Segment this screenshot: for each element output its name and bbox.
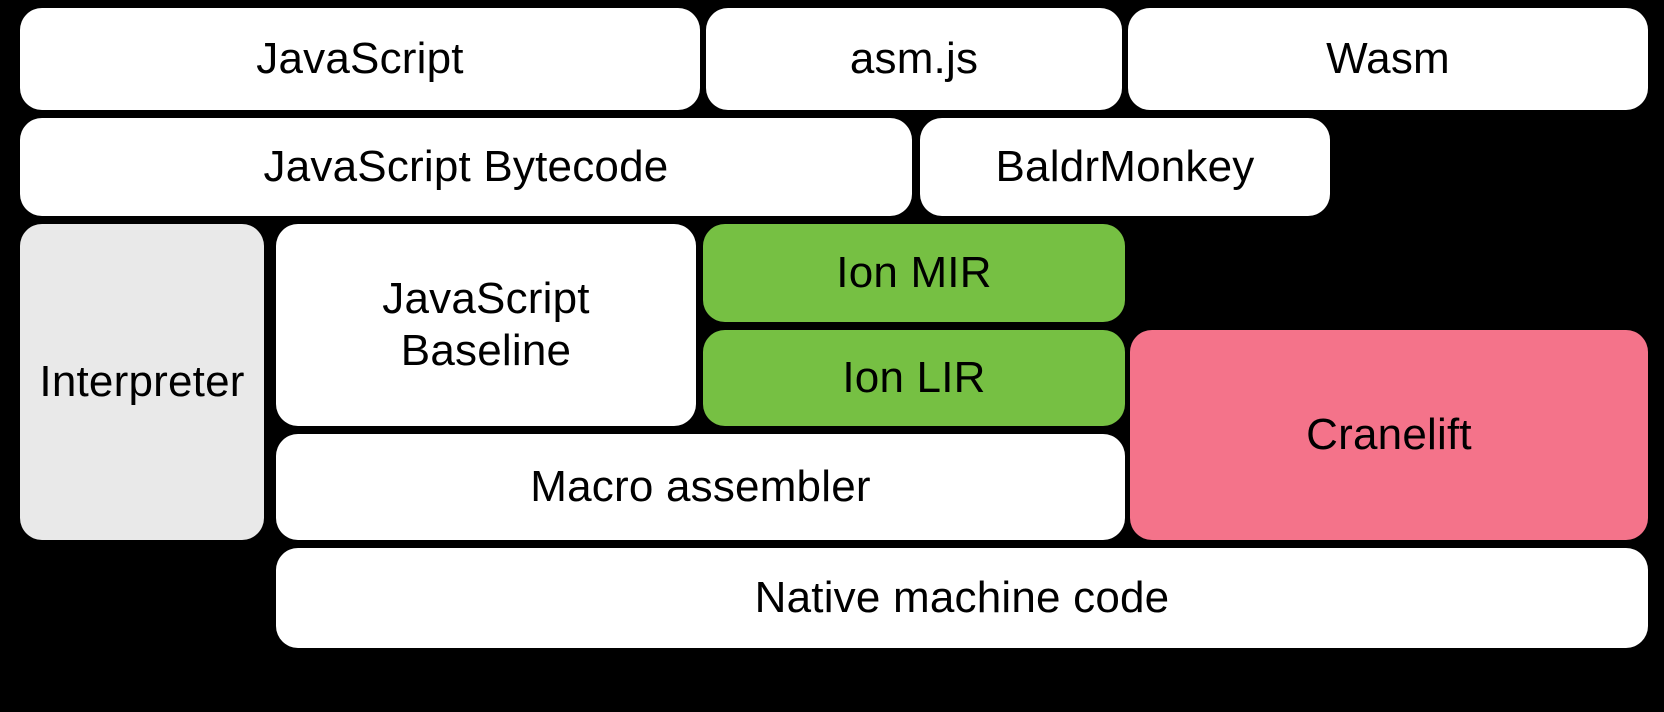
node-ion-mir[interactable]: Ion MIR [703,224,1125,322]
node-javascript-bytecode[interactable]: JavaScript Bytecode [20,118,912,216]
node-asmjs[interactable]: asm.js [706,8,1122,110]
node-javascript-baseline[interactable]: JavaScript Baseline [276,224,696,426]
node-interpreter[interactable]: Interpreter [20,224,264,540]
node-cranelift[interactable]: Cranelift [1130,330,1648,540]
node-ion-lir[interactable]: Ion LIR [703,330,1125,426]
node-javascript[interactable]: JavaScript [20,8,700,110]
node-baldrmonkey[interactable]: BaldrMonkey [920,118,1330,216]
node-macro-assembler[interactable]: Macro assembler [276,434,1125,540]
node-wasm[interactable]: Wasm [1128,8,1648,110]
node-native-machine-code[interactable]: Native machine code [276,548,1648,648]
